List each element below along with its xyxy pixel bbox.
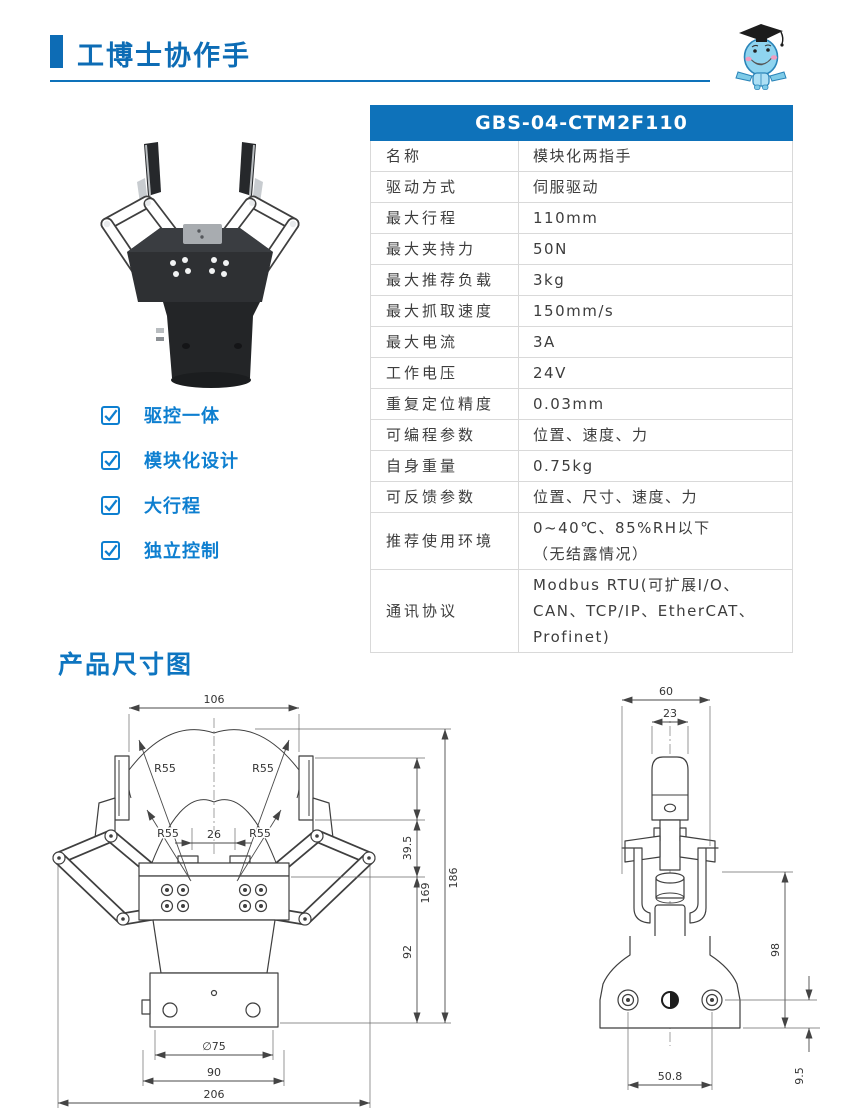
- spec-table-body: 名称 模块化两指手 驱动方式 伺服驱动 最大行程 110mm 最大夹持力 50N 最大推…: [370, 141, 793, 653]
- dim-front-radius-top-left: R55: [154, 762, 176, 775]
- feature-label: 驱控一体: [144, 406, 220, 427]
- checkbox-checked-icon: [101, 495, 120, 515]
- section-title-dimensions: 产品尺寸图: [58, 650, 194, 679]
- dim-front-radius-mid-right: R55: [249, 827, 271, 840]
- dim-front-radius-top-right: R55: [252, 762, 274, 775]
- dim-front-radius-mid-left: R55: [157, 827, 179, 840]
- dim-front-gap: 26: [207, 828, 221, 841]
- spec-value: 50N: [518, 234, 792, 264]
- spec-value: 位置、速度、力: [518, 420, 792, 450]
- table-row: 工作电压 24V: [371, 358, 792, 389]
- spec-label: 最大推荐负载: [386, 271, 495, 289]
- dim-front-offset-top: 39.5: [401, 836, 414, 861]
- spec-value: 模块化两指手: [518, 141, 792, 171]
- dim-front-width-top: 106: [204, 693, 225, 706]
- table-row: 可反馈参数 位置、尺寸、速度、力: [371, 482, 792, 513]
- title-accent-bar: [50, 35, 63, 68]
- spec-value: 0.03mm: [518, 389, 792, 419]
- feature-label: 模块化设计: [144, 451, 239, 472]
- table-row: 最大抓取速度 150mm/s: [371, 296, 792, 327]
- table-row: 名称 模块化两指手: [371, 141, 792, 172]
- dim-front-width-base: 90: [207, 1066, 221, 1079]
- spec-value: 0.75kg: [518, 451, 792, 481]
- spec-value: 24V: [518, 358, 792, 388]
- spec-label: 最大抓取速度: [386, 302, 495, 320]
- feature-item: 大行程: [101, 494, 239, 517]
- dim-side-width-top: 60: [659, 685, 673, 698]
- table-row: 通讯协议 Modbus RTU(可扩展I/O、 CAN、TCP/IP、EtherC…: [371, 570, 792, 652]
- table-row: 推荐使用环境 0~40℃、85%RH以下 （无结露情况）: [371, 513, 792, 570]
- feature-item: 模块化设计: [101, 449, 239, 472]
- table-row: 最大行程 110mm: [371, 203, 792, 234]
- dim-side-height-base: 9.5: [793, 1067, 806, 1085]
- spec-value: Modbus RTU(可扩展I/O、 CAN、TCP/IP、EtherCAT、 …: [518, 570, 792, 652]
- table-row: 最大夹持力 50N: [371, 234, 792, 265]
- checkbox-checked-icon: [101, 405, 120, 425]
- gripper-product-photo: [100, 142, 300, 388]
- spec-label: 最大电流: [386, 333, 459, 351]
- spec-label: 驱动方式: [386, 178, 459, 196]
- feature-list: 驱控一体 模块化设计 大行程 独立控制: [101, 404, 239, 584]
- spec-label: 工作电压: [386, 364, 459, 382]
- table-row: 自身重量 0.75kg: [371, 451, 792, 482]
- dim-front-height-upper: 169: [419, 883, 432, 904]
- dim-front-height-body: 92: [401, 945, 414, 959]
- spec-value: 110mm: [518, 203, 792, 233]
- spec-label: 通讯协议: [386, 602, 459, 620]
- spec-value: 0~40℃、85%RH以下 （无结露情况）: [518, 513, 792, 569]
- dim-side-width-base: 50.8: [658, 1070, 683, 1083]
- spec-label: 名称: [386, 147, 423, 165]
- table-row: 驱动方式 伺服驱动: [371, 172, 792, 203]
- dim-side-height-body: 98: [769, 943, 782, 957]
- front-view-drawing: 106 R55 R55 R55 R55 26 39.5 169 92 186: [52, 692, 462, 1108]
- title-underline: [50, 80, 710, 82]
- table-row: 最大电流 3A: [371, 327, 792, 358]
- checkbox-checked-icon: [101, 450, 120, 470]
- checkbox-checked-icon: [101, 540, 120, 560]
- spec-label: 最大行程: [386, 209, 459, 227]
- feature-label: 独立控制: [144, 541, 220, 562]
- model-number-header: GBS-04-CTM2F110: [370, 105, 793, 141]
- spec-label: 最大夹持力: [386, 240, 477, 258]
- side-view-drawing: 60 23 98 9.5 50.8: [599, 684, 820, 1090]
- spec-label: 重复定位精度: [386, 395, 495, 413]
- dim-front-width-total: 206: [204, 1088, 225, 1101]
- feature-item: 独立控制: [101, 539, 239, 562]
- spec-value: 伺服驱动: [518, 172, 792, 202]
- spec-value: 位置、尺寸、速度、力: [518, 482, 792, 512]
- page-title: 工博士协作手: [77, 41, 251, 72]
- feature-label: 大行程: [144, 496, 201, 517]
- spec-label: 自身重量: [386, 457, 459, 475]
- table-row: 可编程参数 位置、速度、力: [371, 420, 792, 451]
- spec-table: GBS-04-CTM2F110 名称 模块化两指手 驱动方式 伺服驱动 最大行程 11…: [370, 105, 793, 653]
- dim-side-width-finger: 23: [663, 707, 677, 720]
- dim-front-bolt-circle: ∅75: [202, 1040, 226, 1053]
- spec-value: 3kg: [518, 265, 792, 295]
- mascot-graduate-icon: [735, 24, 787, 90]
- feature-item: 驱控一体: [101, 404, 239, 427]
- spec-label: 推荐使用环境: [386, 532, 495, 550]
- spec-label: 可反馈参数: [386, 488, 477, 506]
- spec-value: 150mm/s: [518, 296, 792, 326]
- table-row: 重复定位精度 0.03mm: [371, 389, 792, 420]
- spec-value: 3A: [518, 327, 792, 357]
- spec-label: 可编程参数: [386, 426, 477, 444]
- table-row: 最大推荐负载 3kg: [371, 265, 792, 296]
- dim-front-height-total: 186: [447, 868, 460, 889]
